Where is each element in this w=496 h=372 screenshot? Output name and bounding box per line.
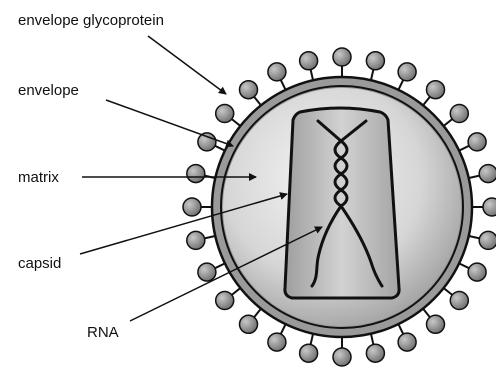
glycoprotein-knob — [216, 105, 234, 123]
glycoprotein-knob — [450, 292, 468, 310]
glycoprotein-knob — [479, 165, 496, 183]
glycoprotein-knob — [398, 333, 416, 351]
glycoprotein-knob — [398, 63, 416, 81]
label-matrix: matrix — [18, 170, 59, 185]
label-capsid: capsid — [18, 256, 61, 271]
leader-envelope-glycoprotein — [148, 36, 226, 94]
glycoprotein-knob — [468, 133, 486, 151]
glycoprotein-knob — [366, 52, 384, 70]
glycoprotein-knob — [183, 198, 201, 216]
glycoprotein-knob — [240, 81, 258, 99]
glycoprotein-knob — [333, 348, 351, 366]
glycoprotein-knob — [427, 81, 445, 99]
capsid-shape — [285, 108, 399, 298]
leader-envelope — [106, 100, 233, 146]
glycoprotein-knob — [240, 315, 258, 333]
glycoprotein-knob — [300, 52, 318, 70]
glycoprotein-knob — [216, 292, 234, 310]
glycoprotein-knob — [198, 133, 216, 151]
glycoprotein-knob — [268, 333, 286, 351]
glycoprotein-knob — [468, 263, 486, 281]
glycoprotein-knob — [427, 315, 445, 333]
label-envelope: envelope — [18, 83, 79, 98]
glycoprotein-knob — [300, 344, 318, 362]
glycoprotein-knob — [333, 48, 351, 66]
glycoprotein-knob — [366, 344, 384, 362]
glycoprotein-knob — [198, 263, 216, 281]
glycoprotein-knob — [483, 198, 496, 216]
label-rna: RNA — [87, 325, 119, 340]
glycoprotein-knob — [479, 231, 496, 249]
label-envelope-glycoprotein: envelope glycoprotein — [18, 13, 164, 28]
glycoprotein-knob — [187, 231, 205, 249]
glycoprotein-knob — [187, 165, 205, 183]
glycoprotein-knob — [450, 105, 468, 123]
glycoprotein-knob — [268, 63, 286, 81]
